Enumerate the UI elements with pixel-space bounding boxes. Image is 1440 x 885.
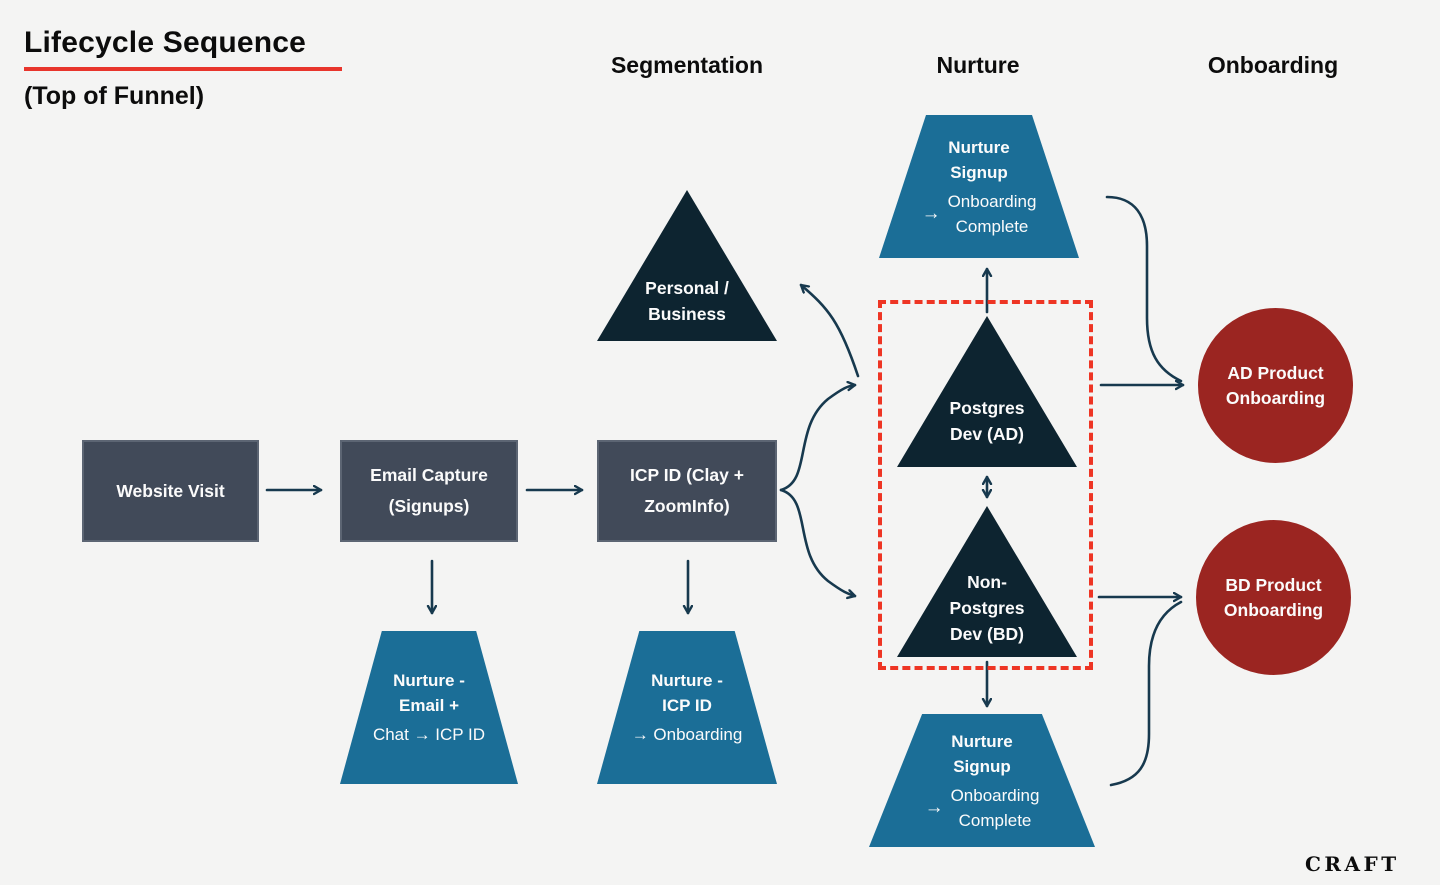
node-label-row: → Onboarding Complete <box>922 189 1037 239</box>
node-icp-id: ICP ID (Clay + ZoomInfo) <box>597 440 777 542</box>
node-label: Website Visit <box>116 480 225 501</box>
node-label: Dev (BD) <box>950 624 1024 644</box>
node-label: Nurture - <box>651 671 723 690</box>
node-label: ICP ID <box>662 696 712 715</box>
node-label: Signup <box>953 756 1011 776</box>
node-label: Signup <box>950 162 1008 182</box>
node-label: Personal / <box>645 278 729 298</box>
node-label: Onboarding Complete <box>950 785 1040 830</box>
node-label: (Signups) <box>388 496 470 516</box>
page-title: Lifecycle Sequence <box>24 26 307 59</box>
node-ad-product-onboarding: AD Product Onboarding <box>1198 308 1353 463</box>
arrow-icpid-nonpostgres <box>779 488 857 596</box>
node-nurture-signup-bottom: Nurture Signup → Onboarding Complete <box>869 714 1095 847</box>
node-label: BD Product <box>1225 574 1322 595</box>
node-label: Onboarding <box>1223 599 1324 620</box>
node-label: Non- <box>967 572 1007 592</box>
node-label: Nurture - <box>393 671 465 690</box>
craft-logo: CRAFT <box>1305 852 1400 876</box>
arrow-postgres-personalbusiness <box>799 283 860 378</box>
node-label: Business <box>648 304 726 324</box>
node-label: Chat → ICP ID <box>372 725 486 744</box>
node-nurture-email-chat: Nurture - Email + Chat → ICP ID <box>340 631 518 784</box>
node-label: ICP ID (Clay + <box>630 465 744 485</box>
node-label: Postgres <box>949 398 1025 418</box>
curve-nurturesignuptop-adonboarding <box>1105 195 1183 383</box>
node-label: → Onboarding <box>631 725 743 744</box>
node-label: Email Capture <box>370 465 488 485</box>
column-header-nurture: Nurture <box>936 52 1020 78</box>
arrow-icpid-postgres <box>779 385 857 492</box>
right-arrow-icon: → <box>921 203 941 224</box>
page-subtitle: (Top of Funnel) <box>24 82 205 110</box>
node-nurture-signup-top: Nurture Signup → Onboarding Complete <box>879 115 1079 258</box>
node-label: Onboarding Complete <box>947 191 1037 236</box>
node-label: ZoomInfo) <box>644 496 730 516</box>
node-label: Email + <box>398 696 459 715</box>
node-label: Onboarding <box>1225 387 1326 408</box>
node-label: AD Product <box>1227 362 1324 383</box>
column-header-onboarding: Onboarding <box>1207 52 1339 78</box>
node-personal-business: Personal / Business <box>597 190 777 341</box>
node-label: Nurture <box>951 731 1013 751</box>
node-nurture-icp-id: Nurture - ICP ID → Onboarding <box>597 631 777 784</box>
node-label: Dev (AD) <box>950 424 1024 444</box>
right-arrow-icon: → <box>924 797 944 818</box>
curve-nurturesignupbottom-bdonboarding <box>1109 600 1183 787</box>
node-label-row: → Onboarding Complete <box>925 783 1040 833</box>
node-label: Nurture <box>948 137 1010 157</box>
node-bd-product-onboarding: BD Product Onboarding <box>1196 520 1351 675</box>
nurture-highlight-box <box>878 300 1093 670</box>
column-header-segmentation: Segmentation <box>610 52 764 78</box>
title-underline <box>24 67 342 71</box>
node-label: Postgres <box>949 598 1025 618</box>
node-website-visit: Website Visit <box>82 440 259 542</box>
node-email-capture: Email Capture (Signups) <box>340 440 518 542</box>
